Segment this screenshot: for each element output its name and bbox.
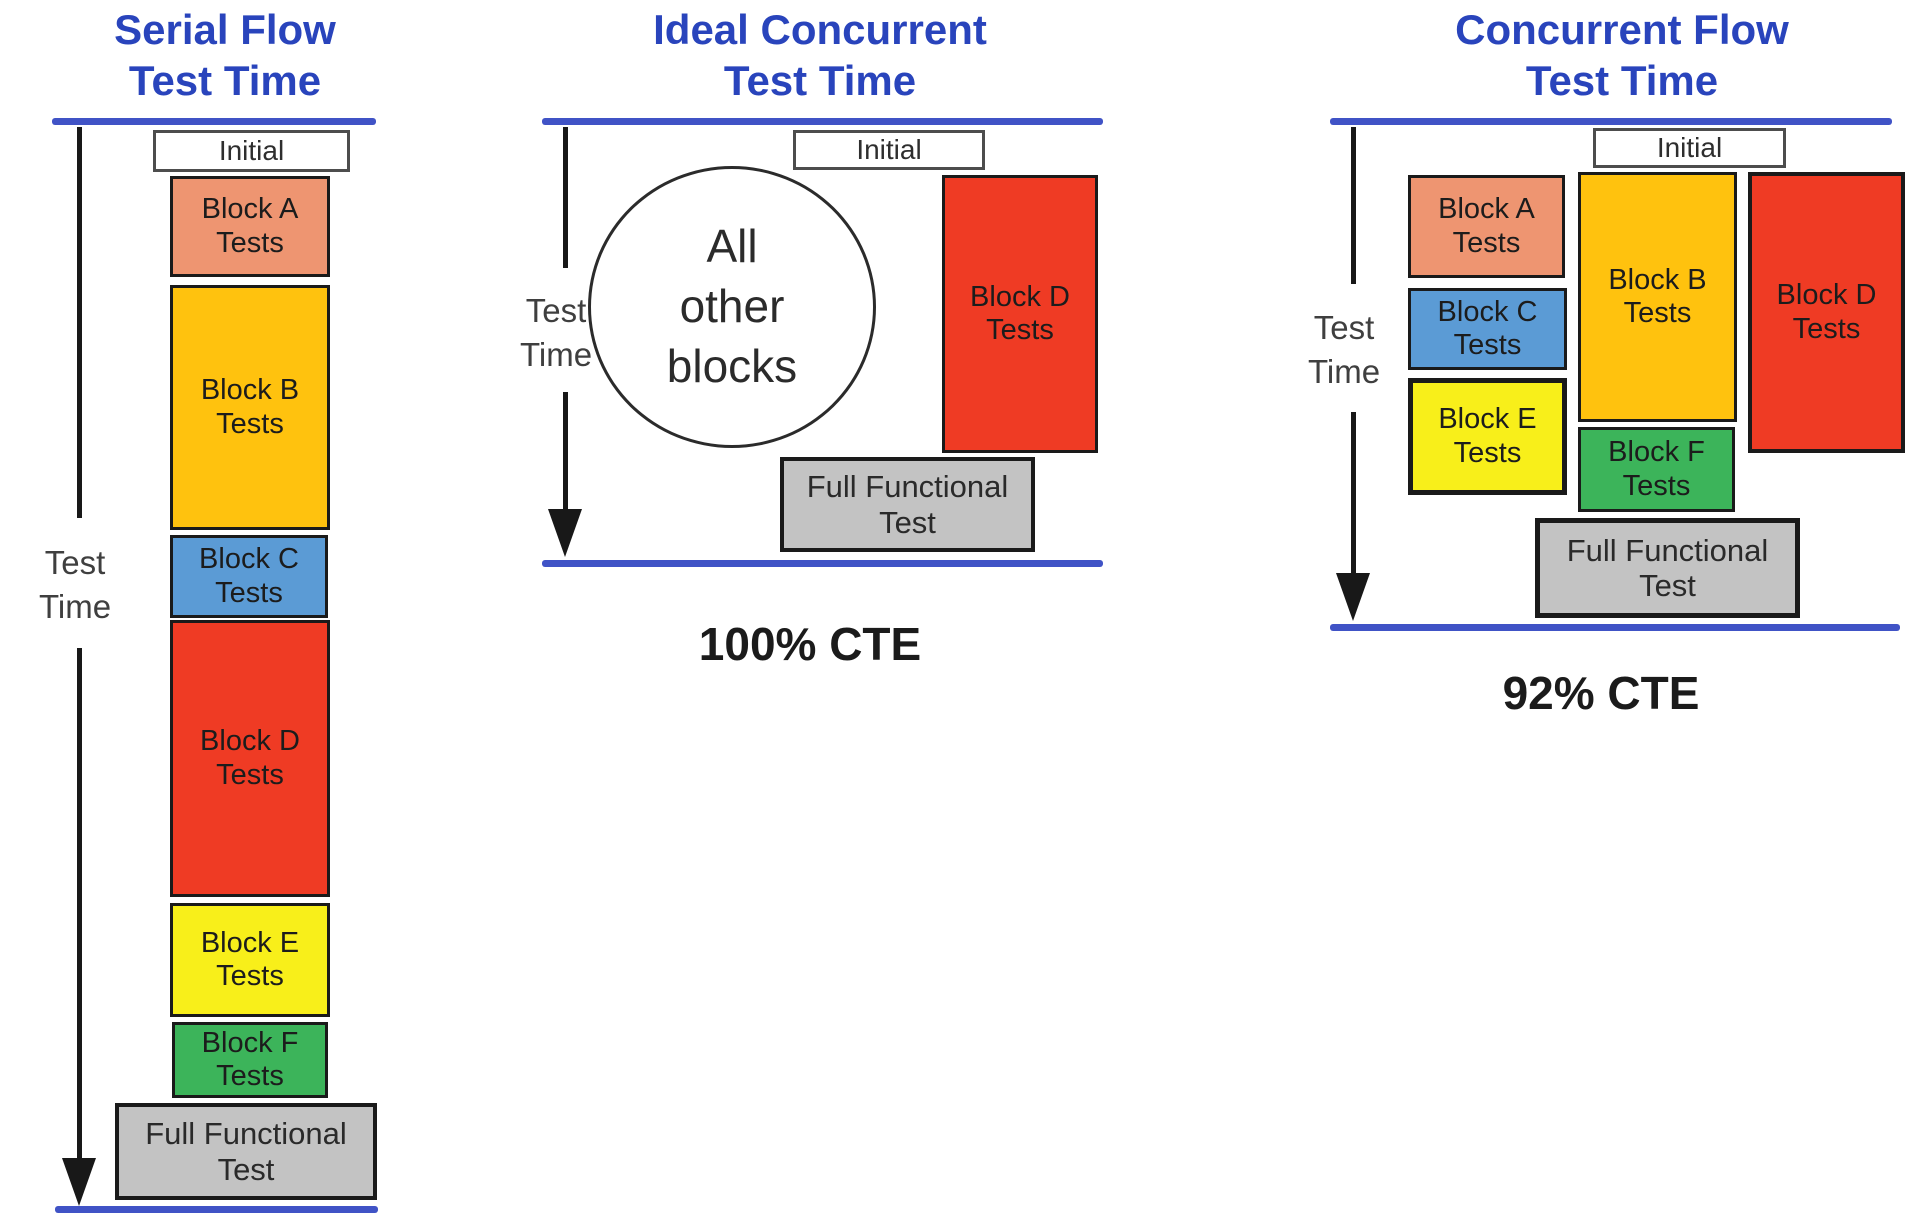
ideal-full-functional-box: Full Functional Test xyxy=(780,457,1035,552)
concurrent-block-a: Block A Tests xyxy=(1408,175,1565,278)
concurrent-block-d: Block D Tests xyxy=(1748,172,1905,453)
concurrent-block-b: Block B Tests xyxy=(1578,172,1737,422)
ideal-concurrent-title: Ideal Concurrent Test Time xyxy=(600,4,1040,106)
serial-block-b-label2: Tests xyxy=(216,407,284,440)
concurrent-time-arrow-upper-segment xyxy=(1351,127,1356,284)
concurrent-full-functional-box: Full Functional Test xyxy=(1535,518,1800,618)
serial-flow-title: Serial Flow Test Time xyxy=(40,4,410,106)
serial-block-c-label1: Block C xyxy=(199,543,299,576)
concurrent-title-line2: Test Time xyxy=(1525,57,1719,105)
concurrent-block-f-label1: Block F xyxy=(1608,436,1705,469)
concurrent-axis-line2: Time xyxy=(1307,352,1381,390)
ideal-block-d-label1: Block D xyxy=(970,280,1070,313)
serial-block-a-label1: Block A xyxy=(201,193,299,226)
down-arrow-icon xyxy=(62,1158,96,1206)
ideal-ff-label2: Test xyxy=(879,504,936,540)
concurrent-top-timeline xyxy=(1330,118,1892,125)
concurrent-block-b-label1: Block B xyxy=(1608,263,1707,296)
serial-block-d-label2: Tests xyxy=(216,758,284,791)
concurrent-block-a-label2: Tests xyxy=(1452,226,1521,259)
concurrent-bottom-timeline xyxy=(1330,624,1900,631)
ideal-title-line1: Ideal Concurrent xyxy=(653,6,987,53)
ideal-time-arrow-upper-segment xyxy=(563,127,568,268)
ideal-top-timeline xyxy=(542,118,1103,125)
ideal-circle-line3: blocks xyxy=(666,339,798,392)
serial-initial-label: Initial xyxy=(218,135,285,167)
ideal-all-other-blocks-circle: All other blocks xyxy=(588,166,876,448)
ideal-time-arrow-lower-segment xyxy=(563,392,568,510)
down-arrow-icon xyxy=(548,509,582,557)
concurrent-ff-label2: Test xyxy=(1639,568,1696,603)
concurrent-initial-box: Initial xyxy=(1593,128,1786,168)
serial-block-a-label2: Tests xyxy=(216,226,284,259)
concurrent-block-c-label1: Block C xyxy=(1437,295,1538,328)
serial-bottom-timeline xyxy=(55,1206,378,1213)
concurrent-block-f-label2: Tests xyxy=(1622,469,1691,502)
ideal-circle-line2: other xyxy=(679,280,785,333)
concurrent-axis-line1: Test xyxy=(1313,309,1375,346)
ideal-cte-label: 100% CTE xyxy=(698,618,922,670)
ideal-initial-label: Initial xyxy=(856,134,922,166)
concurrent-flow-title: Concurrent Flow Test Time xyxy=(1402,4,1842,106)
ideal-title-line2: Test Time xyxy=(723,57,917,105)
serial-full-functional-box: Full Functional Test xyxy=(115,1103,377,1200)
concurrent-block-e-label2: Tests xyxy=(1453,436,1522,469)
ideal-axis-line1: Test xyxy=(525,292,587,329)
concurrent-block-b-label2: Tests xyxy=(1623,297,1692,329)
serial-initial-box: Initial xyxy=(153,130,350,172)
serial-block-b: Block B Tests xyxy=(170,285,330,530)
concurrent-block-e: Block E Tests xyxy=(1408,378,1567,495)
serial-block-a: Block A Tests xyxy=(170,176,330,277)
ideal-ff-label1: Full Functional xyxy=(806,469,1009,505)
ideal-test-time-label: Test Time xyxy=(491,289,621,376)
concurrent-title-line1: Concurrent Flow xyxy=(1455,6,1789,53)
ideal-axis-line2: Time xyxy=(519,335,593,373)
concurrent-test-time-label: Test Time xyxy=(1279,306,1409,393)
concurrent-block-c-label2: Tests xyxy=(1453,329,1522,361)
serial-axis-line2: Time xyxy=(38,587,112,625)
serial-block-e-label2: Tests xyxy=(216,960,284,992)
concurrent-block-f: Block F Tests xyxy=(1578,427,1735,512)
ideal-circle-line1: All xyxy=(706,220,758,273)
serial-block-d-label1: Block D xyxy=(200,725,300,758)
serial-ff-label1: Full Functional xyxy=(145,1116,347,1152)
serial-title-line2: Test Time xyxy=(128,57,322,105)
serial-top-timeline xyxy=(52,118,376,125)
concurrent-block-a-label1: Block A xyxy=(1438,193,1535,226)
concurrent-block-d-label1: Block D xyxy=(1776,279,1877,312)
serial-block-b-label1: Block B xyxy=(200,374,300,407)
serial-title-line1: Serial Flow xyxy=(114,6,336,53)
ideal-initial-box: Initial xyxy=(793,130,985,170)
serial-test-time-label: Test Time xyxy=(10,541,140,628)
serial-time-arrow-lower-segment xyxy=(77,648,82,1160)
concurrent-block-c: Block C Tests xyxy=(1408,288,1567,370)
ideal-bottom-timeline xyxy=(542,560,1103,567)
serial-block-e-label1: Block E xyxy=(200,926,300,959)
concurrent-cte-label: 92% CTE xyxy=(1502,667,1700,719)
serial-block-c: Block C Tests xyxy=(170,535,328,618)
concurrent-block-d-label2: Tests xyxy=(1792,312,1861,345)
down-arrow-icon xyxy=(1336,573,1370,621)
serial-block-f-label1: Block F xyxy=(201,1026,299,1059)
serial-ff-label2: Test xyxy=(217,1151,275,1187)
serial-block-d: Block D Tests xyxy=(170,620,330,897)
serial-block-f: Block F Tests xyxy=(172,1022,328,1098)
concurrent-initial-label: Initial xyxy=(1656,132,1723,164)
ideal-block-d: Block D Tests xyxy=(942,175,1098,453)
concurrent-ff-label1: Full Functional xyxy=(1566,532,1769,568)
serial-axis-line1: Test xyxy=(44,544,106,581)
concurrent-block-e-label1: Block E xyxy=(1438,403,1537,436)
serial-time-arrow-upper-segment xyxy=(77,127,82,518)
serial-block-c-label2: Tests xyxy=(215,576,283,609)
serial-block-f-label2: Tests xyxy=(216,1060,284,1092)
concurrent-time-arrow-lower-segment xyxy=(1351,412,1356,574)
ideal-block-d-label2: Tests xyxy=(986,314,1054,346)
serial-block-e: Block E Tests xyxy=(170,903,330,1017)
